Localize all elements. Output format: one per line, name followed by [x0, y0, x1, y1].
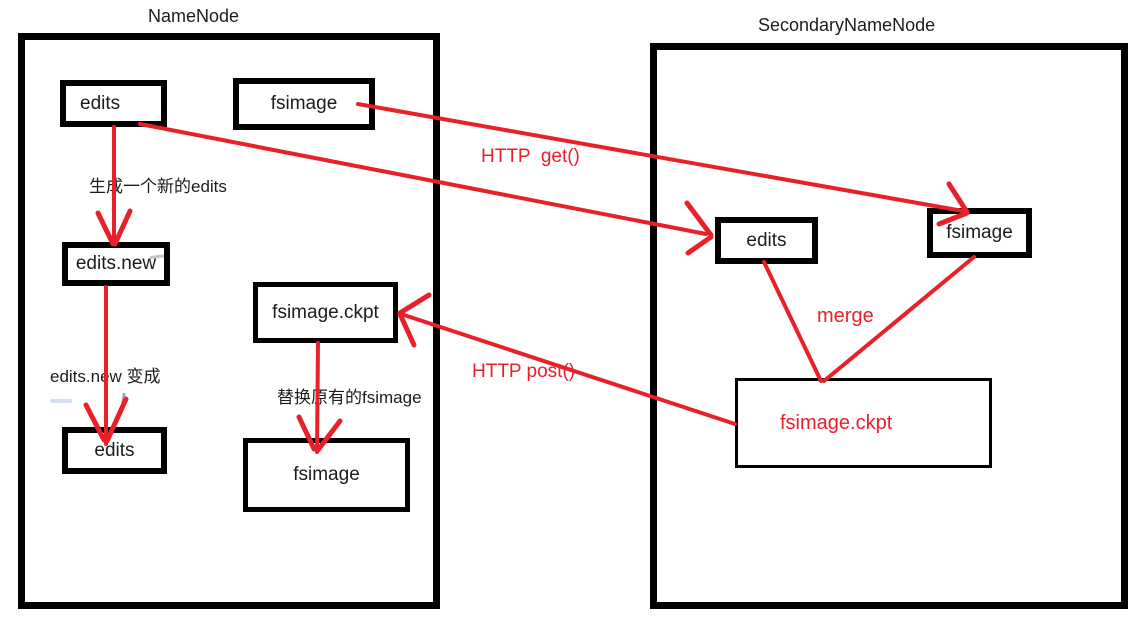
namenode-edits-new-box: edits.new: [62, 242, 170, 286]
secondarynamenode-title: SecondaryNameNode: [758, 15, 936, 35]
label-http-get: HTTP get(): [481, 146, 580, 167]
label-generate-new-edits: 生成一个新的edits: [89, 177, 227, 196]
namenode-title: NameNode: [148, 6, 240, 26]
namenode-fsimage-bottom-label: fsimage: [293, 464, 360, 485]
label-replace-fsimage: 替换原有的fsimage: [277, 388, 422, 407]
namenode-fsimage-top-label: fsimage: [270, 93, 338, 114]
secondary-fsimage-ckpt-label: fsimage.ckpt: [780, 411, 893, 434]
label-merge: merge: [817, 305, 874, 327]
namenode-fsimage-bottom-box: fsimage: [243, 438, 410, 512]
namenode-fsimage-ckpt-box: fsimage.ckpt: [253, 282, 398, 343]
secondary-edits-label: edits: [746, 229, 787, 251]
secondary-edits-box: edits: [715, 217, 818, 264]
label-http-post: HTTP post(): [472, 361, 576, 382]
namenode-edits-new-label: edits.new: [75, 253, 157, 274]
namenode-fsimage-top-box: fsimage: [233, 78, 375, 130]
namenode-edits-top-label: edits: [80, 92, 121, 114]
secondary-fsimage-ckpt-box: fsimage.ckpt: [735, 378, 992, 468]
namenode-fsimage-ckpt-label: fsimage.ckpt: [272, 301, 379, 323]
secondary-fsimage-label: fsimage: [946, 222, 1013, 243]
namenode-edits-bottom-box: edits: [62, 427, 167, 474]
namenode-edits-bottom-label: edits: [94, 439, 135, 461]
secondary-fsimage-box: fsimage: [927, 208, 1032, 258]
namenode-edits-top-box: edits: [60, 80, 167, 127]
label-edits-new-becomes: edits.new 变成: [50, 367, 161, 386]
secondarynamenode-frame: [650, 43, 1128, 609]
